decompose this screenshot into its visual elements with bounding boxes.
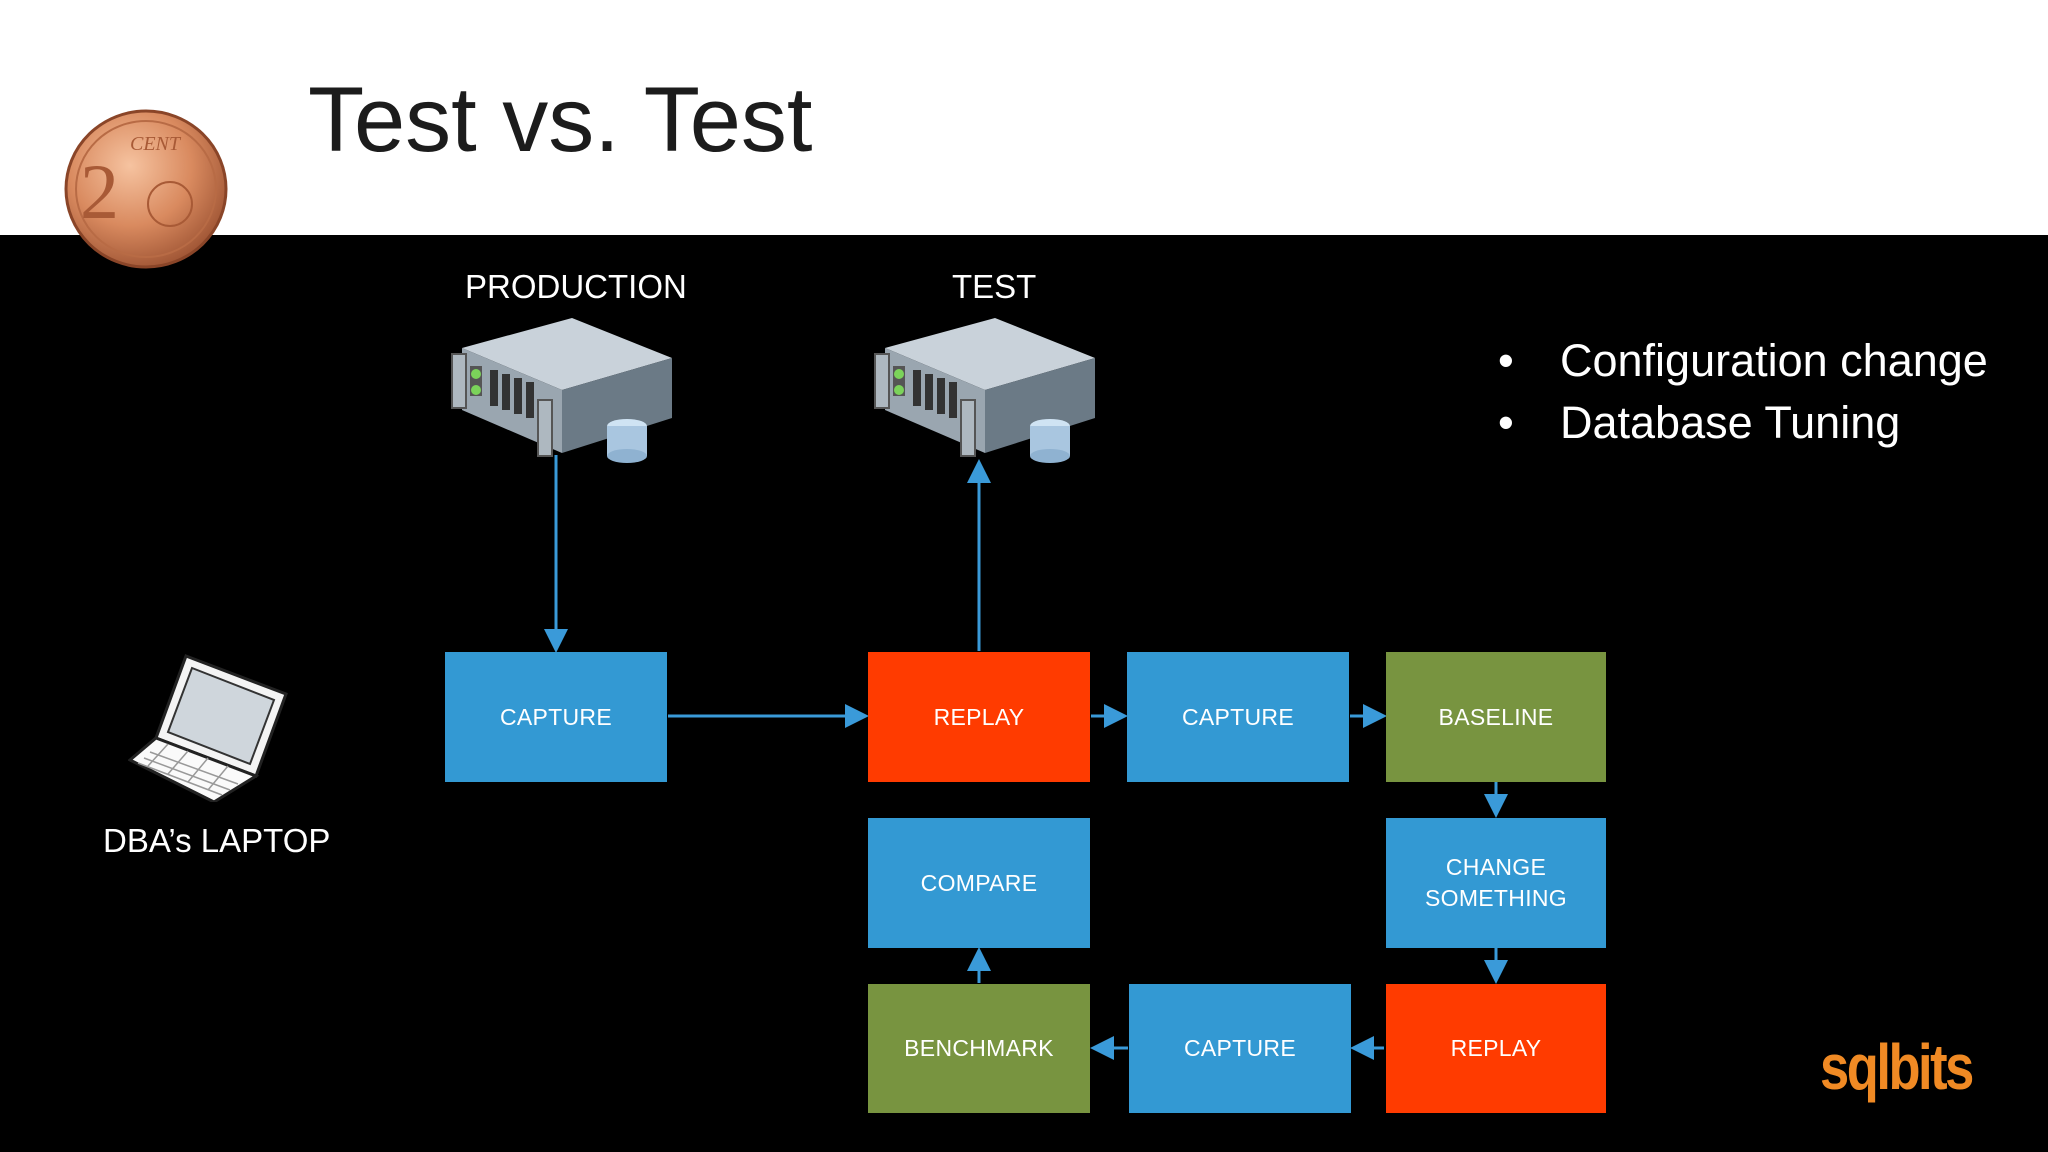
step-compare: COMPARE	[868, 818, 1090, 948]
production-server-label: PRODUCTION	[465, 268, 687, 305]
laptop-icon	[128, 654, 288, 802]
test-server-label: TEST	[952, 268, 1037, 305]
step-capture-production: CAPTURE	[445, 652, 667, 782]
test-server-icon	[874, 318, 1095, 463]
slide-title: Test vs. Test	[308, 69, 813, 171]
step-capture-2: CAPTURE	[1129, 984, 1351, 1113]
svg-text:CENT: CENT	[130, 133, 182, 155]
svg-text:2: 2	[80, 148, 119, 235]
slide-header: Test vs. Test 2 CENT	[0, 0, 2048, 269]
laptop-label: DBA’s LAPTOP	[103, 822, 331, 859]
step-replay-1: REPLAY	[868, 652, 1090, 782]
bullet-item: Database Tuning	[1498, 392, 1988, 454]
step-baseline: BASELINE	[1386, 652, 1606, 782]
step-benchmark: BENCHMARK	[868, 984, 1090, 1113]
two-euro-cent-coin-icon: 2 CENT	[64, 109, 228, 269]
step-replay-2: REPLAY	[1386, 984, 1606, 1113]
bullet-list: Configuration change Database Tuning	[1498, 330, 1988, 454]
sqlbits-logo: sqlbits	[1820, 1031, 1974, 1103]
step-change-something: CHANGE SOMETHING	[1386, 818, 1606, 948]
bullet-item: Configuration change	[1498, 330, 1988, 392]
production-server-icon	[451, 318, 672, 463]
step-capture-1: CAPTURE	[1127, 652, 1349, 782]
